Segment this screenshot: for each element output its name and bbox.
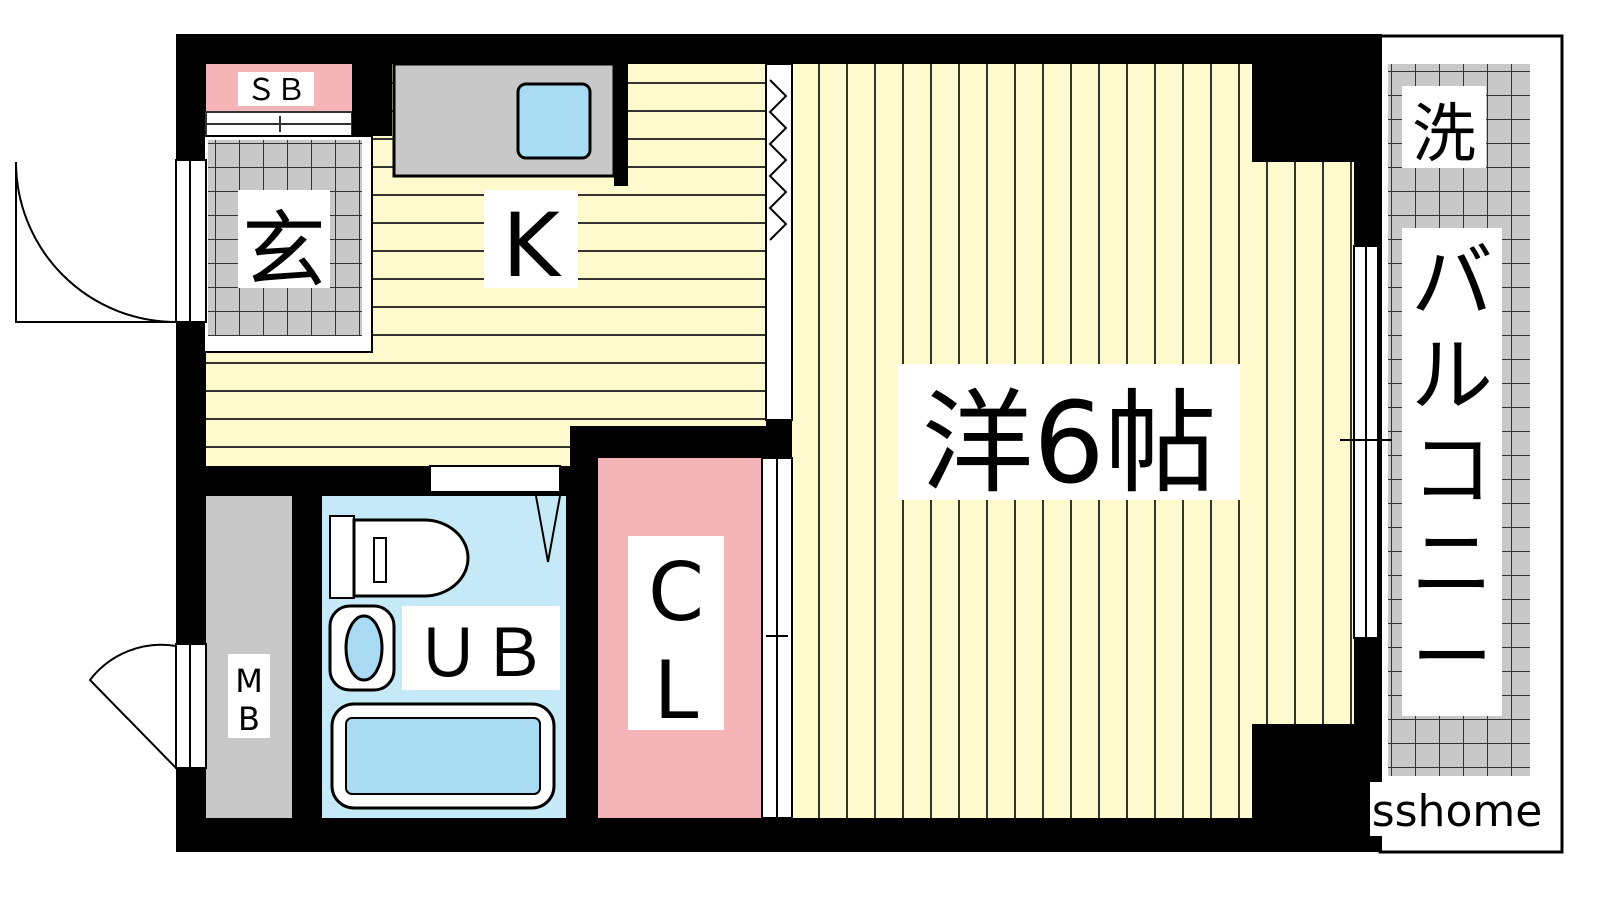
sb-label: ＳＢ [246, 73, 306, 108]
balcony-label-1: バ [1411, 235, 1493, 330]
mb-label-m: M [235, 662, 263, 700]
toilet [352, 518, 470, 598]
closet-label-c: C [648, 546, 704, 639]
unit-bath-label: ＵＢ [415, 615, 547, 692]
bath-door [429, 465, 561, 493]
genkan-label: 玄 [242, 202, 326, 300]
balcony-label-5: ー [1411, 611, 1493, 706]
entry-door-swing [15, 161, 177, 323]
laundry-label: 洗 [1412, 98, 1476, 172]
balcony-label-3: コ [1411, 423, 1493, 518]
balcony-label-4: ニ [1411, 517, 1493, 612]
mb-label-b: B [238, 700, 260, 738]
sink-basin [516, 82, 592, 160]
sliding-door [765, 63, 793, 421]
watermark: sshome [1372, 786, 1543, 837]
mb-door-swing [88, 643, 177, 771]
balcony-label-2: ル [1411, 329, 1493, 424]
western-room-label: 洋6帖 [921, 379, 1216, 509]
kitchen-label: K [502, 194, 562, 297]
closet-label-l: L [654, 644, 699, 737]
